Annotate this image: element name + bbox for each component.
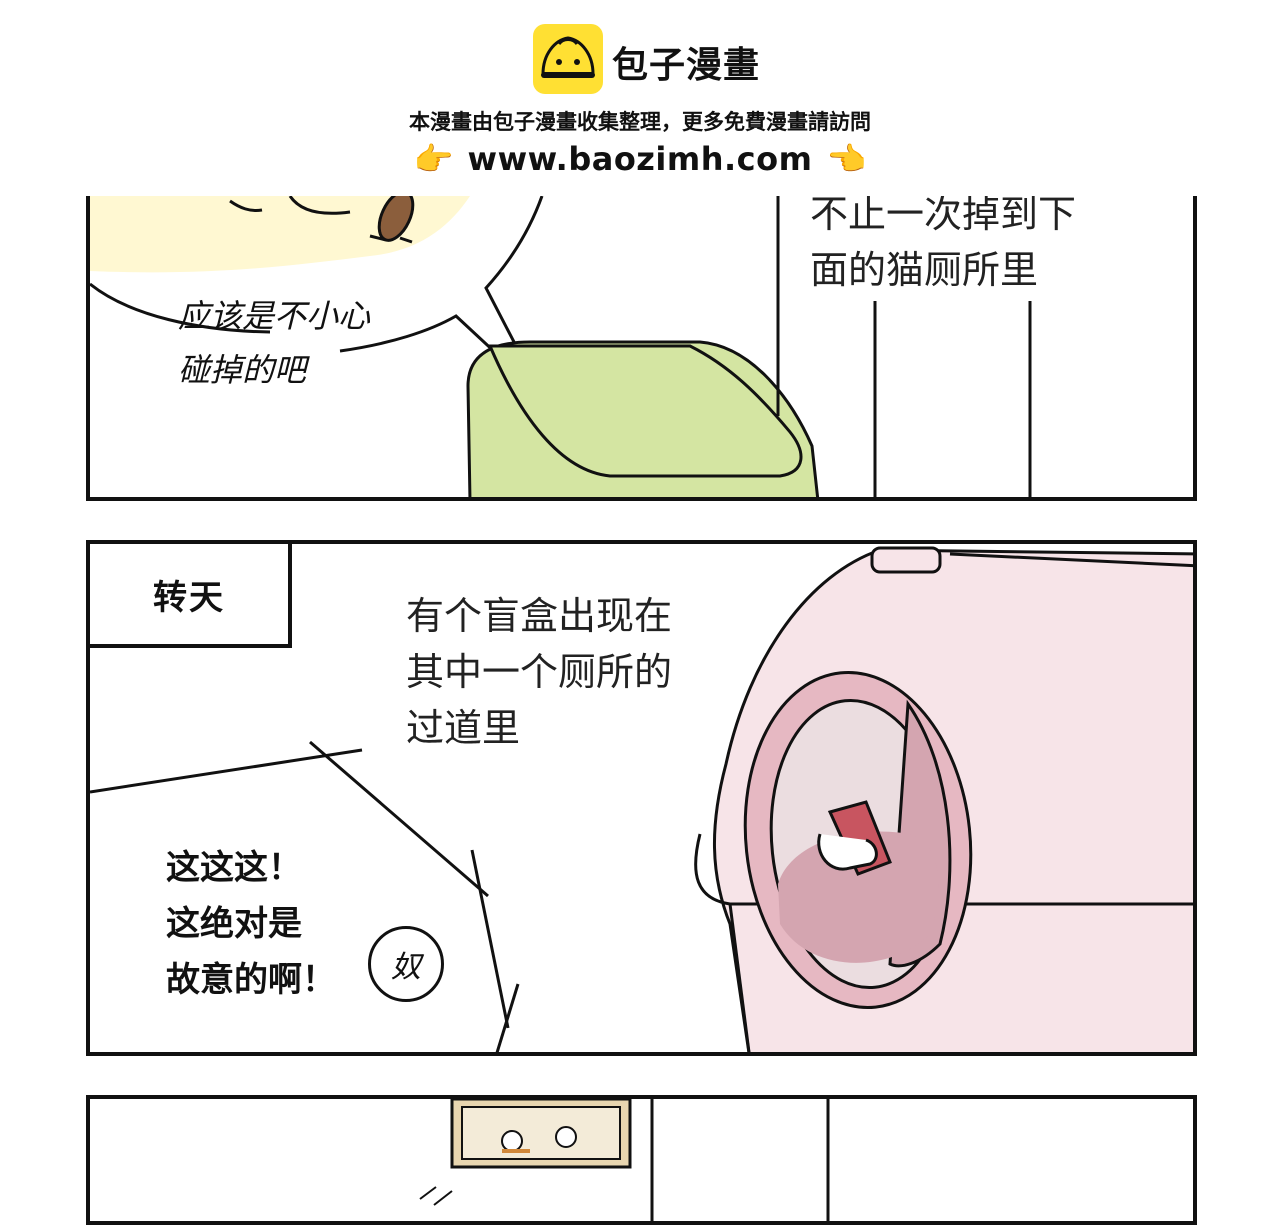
narration-line-1: 有个盲盒出现在: [406, 594, 673, 638]
tagline: 本漫畫由包子漫畫收集整理，更多免費漫畫請訪問: [409, 110, 871, 134]
panel-3-artwork: [419, 1099, 830, 1221]
panel-2-artwork: [90, 546, 1193, 1052]
brand-name: 包子漫畫: [612, 45, 761, 86]
comic-panel-2: 转天 有个盲盒出现在 其中一个厕所的 过道里 这这这！ 这绝对是 故意的啊！ 奴: [86, 540, 1197, 1056]
speech-bubble-line-1: 应该是不小心: [178, 297, 371, 335]
shout-line-2: 这绝对是: [166, 904, 302, 944]
caption-box: 转天: [90, 544, 292, 648]
url-row: 👉 www.baozimh.com 👈: [0, 140, 1280, 178]
steamed-bun-logo-icon: [533, 24, 603, 94]
narration-line-3: 过道里: [406, 706, 521, 750]
shout-line-1: 这这这！: [166, 848, 302, 888]
site-url-link[interactable]: www.baozimh.com: [467, 140, 813, 178]
comic-panel-1: 应该是不小心 碰掉的吧 不止一次掉到下 面的猫厕所里: [86, 196, 1197, 501]
shout-line-3: 故意的啊！: [166, 960, 336, 1000]
narration-line-2: 其中一个厕所的: [406, 650, 673, 694]
narration-line-2: 面的猫厕所里: [810, 248, 1039, 292]
nu-character-stamp: 奴: [368, 926, 444, 1002]
cat-figurine-icon: [555, 1126, 577, 1148]
pointing-hand-left-icon: 👈: [826, 140, 867, 178]
speech-bubble-line-2: 碰掉的吧: [178, 351, 307, 389]
cat-figurine-icon: [501, 1130, 523, 1152]
narration-line-1: 不止一次掉到下: [810, 196, 1077, 236]
caption-text: 转天: [153, 577, 225, 618]
pointing-hand-right-icon: 👉: [413, 140, 454, 178]
panel-1-artwork: [90, 196, 1032, 497]
comic-panel-3: [86, 1095, 1197, 1225]
